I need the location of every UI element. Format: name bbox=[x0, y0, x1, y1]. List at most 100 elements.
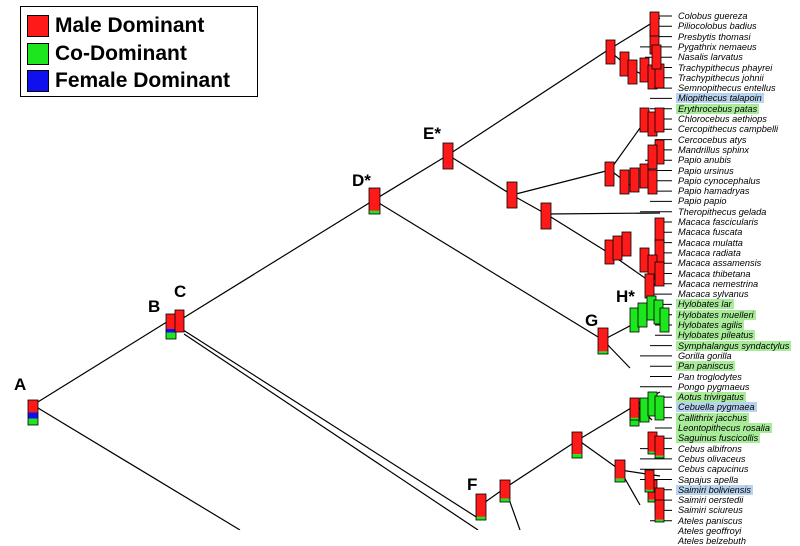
legend-label-male: Male Dominant bbox=[55, 14, 205, 37]
state-box-A-segment bbox=[28, 400, 38, 413]
node-label-d: D* bbox=[352, 171, 371, 190]
state-box-segment bbox=[648, 451, 657, 454]
state-box-segment bbox=[648, 112, 657, 136]
state-box-segment bbox=[615, 478, 625, 482]
state-box bbox=[605, 39, 616, 65]
legend-swatch-co bbox=[27, 43, 49, 65]
state-box-segment bbox=[648, 170, 657, 194]
state-box bbox=[659, 307, 670, 333]
taxon-label: Semnopithecus entellus bbox=[678, 83, 776, 94]
taxon-label: Nasalis larvatus bbox=[678, 52, 743, 63]
state-box-segment bbox=[630, 308, 639, 332]
state-box bbox=[651, 44, 662, 70]
state-box-A-segment bbox=[28, 412, 38, 419]
state-box-F2 bbox=[499, 479, 511, 503]
state-box-segment bbox=[606, 40, 615, 64]
state-box bbox=[654, 107, 665, 133]
state-box-segment bbox=[647, 296, 656, 320]
state-box bbox=[627, 59, 638, 85]
state-box-segment bbox=[654, 300, 663, 324]
state-box-segment bbox=[640, 164, 649, 188]
state-box-segment bbox=[605, 240, 614, 264]
state-box-segment bbox=[655, 240, 664, 264]
state-box bbox=[647, 169, 658, 195]
node-label-c: C bbox=[174, 282, 186, 301]
state-box-segment bbox=[655, 519, 664, 522]
state-box-segment bbox=[652, 45, 661, 69]
state-box-segment bbox=[572, 454, 582, 458]
state-box-segment bbox=[648, 432, 657, 452]
state-box bbox=[629, 397, 640, 421]
state-box-B-segment bbox=[166, 332, 176, 339]
tree-branch bbox=[183, 333, 479, 530]
taxon-label: Mandrillus sphinx bbox=[678, 144, 749, 155]
state-box-A-segment bbox=[28, 418, 38, 425]
tree-branch bbox=[179, 327, 482, 521]
node-label-h: H* bbox=[616, 287, 635, 306]
taxon-label: Sapajus apella bbox=[678, 474, 739, 485]
state-box-segment bbox=[648, 145, 657, 169]
taxon-label: Hylobates muelleri bbox=[676, 309, 756, 320]
state-box-segment bbox=[655, 488, 664, 508]
taxon-label: Papio cynocephalus bbox=[678, 175, 761, 186]
state-box bbox=[619, 169, 630, 195]
taxon-label: Theropithecus gelada bbox=[678, 206, 767, 217]
taxon-label: Macaca sylvanus bbox=[678, 289, 749, 300]
legend-item-co-dominant: Co-Dominant bbox=[27, 41, 187, 67]
taxon-label: Presbytis thomasi bbox=[678, 31, 751, 42]
tree-branch bbox=[577, 404, 637, 441]
state-box-F bbox=[475, 493, 487, 521]
tree-branch bbox=[373, 199, 604, 341]
state-box-segment bbox=[541, 203, 551, 229]
taxon-label: Chlorocebus aethiops bbox=[678, 114, 767, 124]
state-box-segment bbox=[640, 58, 649, 82]
state-box-segment bbox=[645, 470, 654, 490]
state-box-segment bbox=[645, 489, 654, 492]
state-box-segment bbox=[620, 170, 629, 194]
state-box-segment bbox=[655, 396, 664, 420]
state-box-E-segment bbox=[443, 143, 453, 169]
state-box-F2-segment bbox=[500, 498, 510, 502]
state-box-segment bbox=[640, 398, 649, 422]
node-label-g: G bbox=[585, 311, 598, 330]
state-box-segment bbox=[660, 308, 669, 332]
state-box bbox=[571, 431, 583, 459]
state-box-segment bbox=[615, 460, 625, 479]
state-box-segment bbox=[648, 392, 657, 416]
state-box bbox=[654, 395, 665, 421]
legend-label-co: Co-Dominant bbox=[55, 42, 187, 65]
state-box-F2-segment bbox=[500, 480, 510, 499]
state-box-G-segment bbox=[598, 351, 608, 354]
taxon-label: Papio ursinus bbox=[678, 165, 734, 176]
taxon-label: Miopithecus talapoin bbox=[676, 93, 764, 104]
taxon-label: Symphalangus syndactylus bbox=[676, 340, 792, 351]
taxon-label: Papio hamadryas bbox=[678, 186, 750, 197]
taxon-label: Macaca assamensis bbox=[678, 258, 762, 269]
taxon-label: Saguinus fuscicollis bbox=[676, 433, 761, 444]
state-box bbox=[647, 144, 658, 170]
state-box bbox=[644, 469, 655, 493]
state-box-segment bbox=[640, 108, 649, 132]
legend-label-female: Female Dominant bbox=[55, 69, 231, 92]
state-box bbox=[621, 231, 632, 257]
node-label-f: F bbox=[467, 475, 477, 494]
tree-branch bbox=[179, 199, 375, 321]
state-box-segment bbox=[620, 52, 629, 76]
legend-swatch-female bbox=[27, 70, 49, 92]
state-box-segment bbox=[638, 303, 647, 327]
taxon-label: Ateles geoffroyi bbox=[678, 526, 742, 536]
tree-branch bbox=[373, 154, 449, 201]
state-box-C bbox=[174, 309, 185, 333]
state-box-segment bbox=[655, 218, 664, 242]
state-box-G bbox=[597, 327, 609, 355]
state-box-segment bbox=[655, 262, 664, 286]
state-box bbox=[649, 11, 660, 37]
taxon-label: Papio papio bbox=[678, 196, 727, 207]
taxon-label: Macaca thibetana bbox=[678, 268, 751, 279]
state-box-D bbox=[368, 187, 381, 215]
state-box-segment bbox=[622, 232, 631, 256]
taxon-label: Aotus trivirgatus bbox=[676, 392, 746, 403]
state-box-segment bbox=[648, 255, 657, 279]
state-box-segment bbox=[655, 500, 664, 520]
taxon-label: Macaca nemestrina bbox=[678, 278, 759, 289]
